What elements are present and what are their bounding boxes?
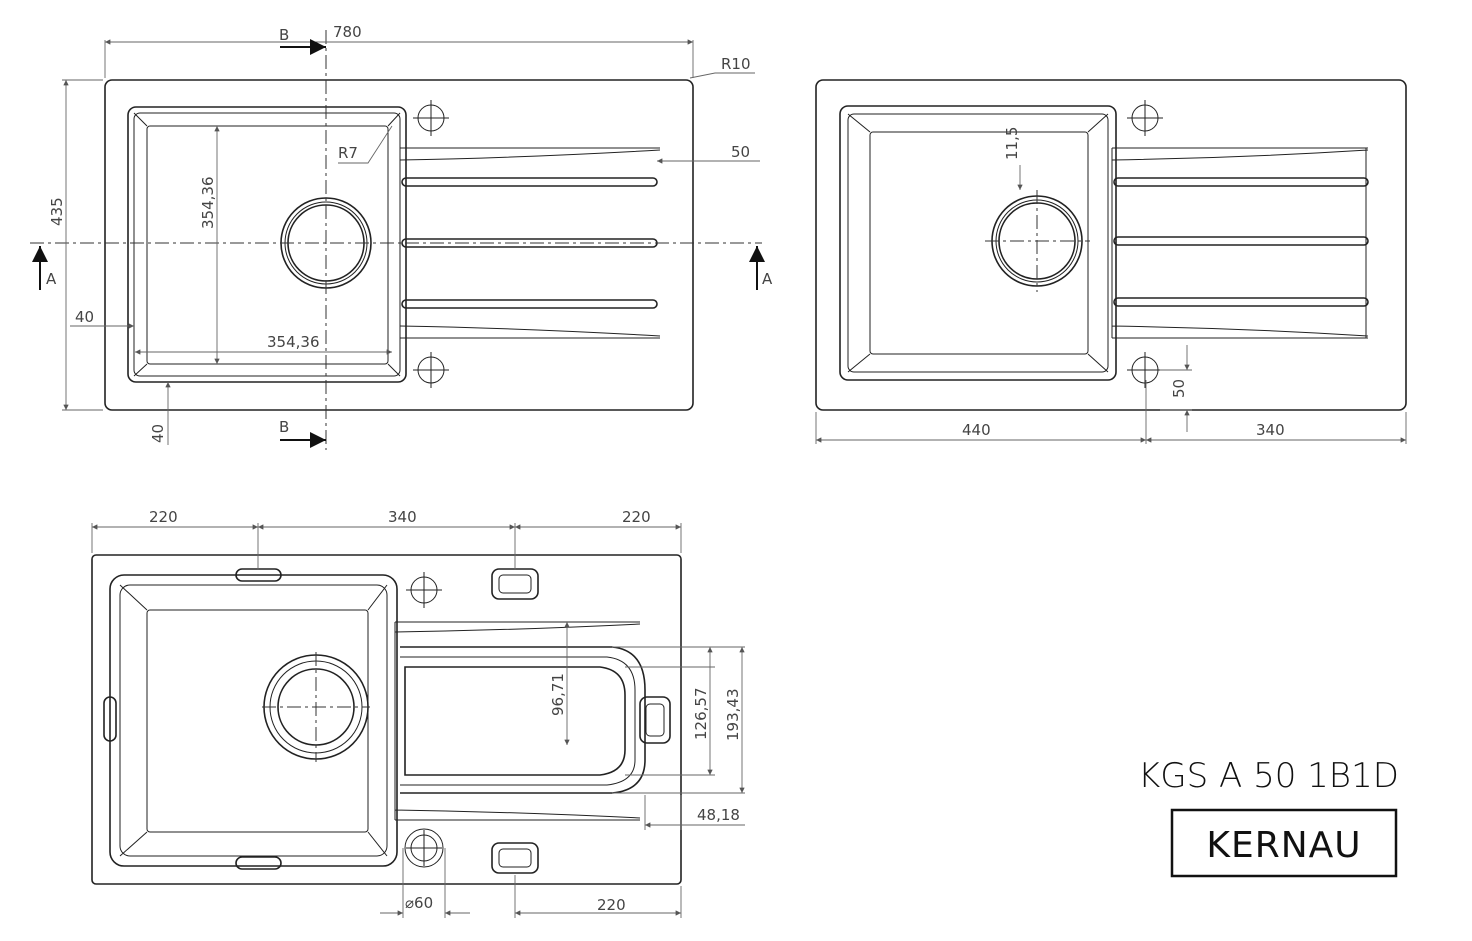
dim-bowl-height: 354,36 <box>199 177 217 230</box>
section-b-top: B <box>279 26 289 44</box>
tap-hole-icon <box>1127 100 1163 388</box>
section-a-right: A <box>762 270 773 288</box>
brand-logo: KERNAU <box>1206 825 1361 866</box>
section-a-left: A <box>46 270 57 288</box>
dim-offset-top: 11,5 <box>1003 127 1021 160</box>
model-title: KGS A 50 1B1D <box>1138 756 1399 796</box>
tap-hole-icon <box>413 100 449 388</box>
dim-bottom-width: 220 <box>597 896 626 914</box>
drainer-tray <box>394 621 646 821</box>
dim-tray-height: 96,71 <box>549 673 567 716</box>
dim-tray-offset: 48,18 <box>697 806 740 824</box>
right-view: 11,5 440 340 50 <box>815 79 1407 444</box>
top-view: 780 R10 B B 435 354,36 354,36 R7 50 A A … <box>30 23 773 450</box>
overflow-slots <box>103 568 671 874</box>
sink-outline <box>104 79 694 411</box>
dim-middle-width: 340 <box>388 508 417 526</box>
dim-left-margin: 40 <box>75 308 94 326</box>
bottom-view: 220 340 220 96,71 126,57 193,43 48,18 ⌀6… <box>91 508 745 918</box>
dim-tray-outer-height: 126,57 <box>692 688 710 741</box>
dim-left-width: 440 <box>962 421 991 439</box>
dim-left-width: 220 <box>149 508 178 526</box>
dim-hole-diameter: ⌀60 <box>405 894 433 912</box>
dim-radius-outer: R10 <box>721 55 751 73</box>
drainer-grooves <box>399 147 661 339</box>
dim-width: 780 <box>333 23 362 41</box>
dim-bottom-margin: 40 <box>149 424 167 443</box>
bowl-outline <box>127 106 407 383</box>
dim-right-width: 220 <box>622 508 651 526</box>
dim-right-width: 340 <box>1256 421 1285 439</box>
dim-depth: 435 <box>48 197 66 226</box>
dim-drainer-height: 193,43 <box>724 689 742 742</box>
section-b-bottom: B <box>279 418 289 436</box>
brand-box <box>1170 808 1398 878</box>
dim-bowl-width: 354,36 <box>267 333 320 351</box>
dim-radius-inner: R7 <box>338 144 358 162</box>
dim-hole-offset: 50 <box>1170 379 1188 398</box>
dim-drainer-offset: 50 <box>731 143 750 161</box>
